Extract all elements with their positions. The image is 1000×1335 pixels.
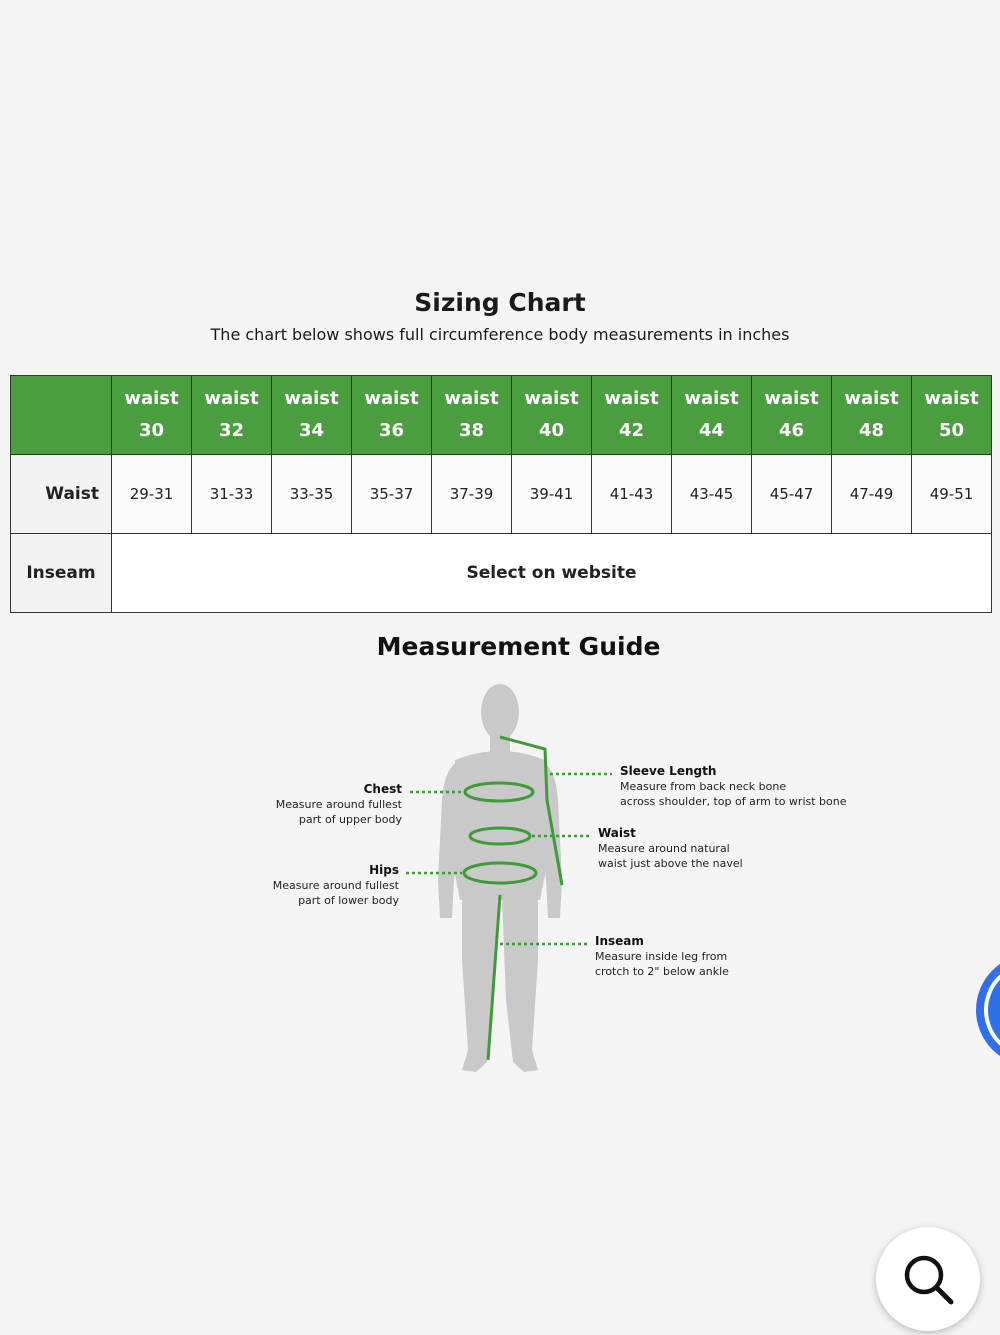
- size-header-word: waist: [444, 388, 499, 409]
- waist-row-label: Waist: [10, 454, 112, 534]
- size-header-46: waist 46: [751, 375, 832, 455]
- inseam-select-cell: Select on website: [111, 533, 992, 613]
- size-header-word: waist: [204, 388, 259, 409]
- size-header-number: 50: [938, 420, 965, 441]
- inseam-line: [486, 894, 502, 1061]
- size-header-38: waist 38: [431, 375, 512, 455]
- size-header-word: waist: [604, 388, 659, 409]
- inseam-row: Inseam Select on website: [10, 533, 992, 613]
- size-header-number: 30: [138, 420, 165, 441]
- circular-widget-icon: [976, 964, 1000, 1056]
- size-header-number: 42: [618, 420, 645, 441]
- size-header-word: waist: [924, 388, 979, 409]
- chest-label-line1: Measure around fullest: [275, 798, 402, 811]
- size-header-34: waist 34: [271, 375, 352, 455]
- size-header-word: waist: [284, 388, 339, 409]
- hips-label-head: Hips: [369, 863, 399, 877]
- size-header-number: 40: [538, 420, 565, 441]
- chest-ring: [463, 781, 535, 803]
- inseam-row-label: Inseam: [10, 533, 112, 613]
- size-header-number: 48: [858, 420, 885, 441]
- size-header-48: waist 48: [831, 375, 912, 455]
- hips-label: Hips Measure around fullest part of lowe…: [259, 863, 399, 908]
- inseam-label-line2: crotch to 2" below ankle: [595, 965, 729, 978]
- chest-label-head: Chest: [363, 782, 402, 796]
- sizing-chart-title: Sizing Chart: [414, 288, 586, 317]
- chest-label-line2: part of upper body: [298, 813, 402, 826]
- waist-range-cell: 47-49: [831, 454, 912, 534]
- waist-range-cell: 35-37: [351, 454, 432, 534]
- size-header-word: waist: [124, 388, 179, 409]
- size-header-44: waist 44: [671, 375, 752, 455]
- waist-label-line1: Measure around natural: [598, 842, 730, 855]
- waist-range-cell: 31-33: [191, 454, 272, 534]
- inseam-label: Inseam Measure inside leg from crotch to…: [595, 934, 795, 979]
- size-header-number: 44: [698, 420, 725, 441]
- chest-label: Chest Measure around fullest part of upp…: [262, 782, 402, 827]
- figure-neck: [490, 732, 510, 754]
- figure-left-leg: [462, 895, 498, 1072]
- header-corner-cell: [10, 375, 112, 455]
- search-icon: [904, 1255, 954, 1305]
- sizing-chart-subtitle: The chart below shows full circumference…: [210, 325, 790, 344]
- size-header-number: 34: [298, 420, 325, 441]
- waist-range-cell: 39-41: [511, 454, 592, 534]
- figure-torso: [452, 751, 548, 900]
- hips-label-line2: part of lower body: [298, 894, 399, 907]
- sleeve-length-label: Sleeve Length Measure from back neck bon…: [620, 764, 860, 809]
- hips-ring: [462, 861, 538, 885]
- size-header-number: 38: [458, 420, 485, 441]
- measurement-guide-title: Measurement Guide: [376, 632, 661, 661]
- size-header-number: 36: [378, 420, 405, 441]
- figure-left-arm: [438, 762, 462, 918]
- waist-range-cell: 43-45: [671, 454, 752, 534]
- figure-right-arm: [538, 762, 562, 918]
- waist-ring: [468, 826, 532, 846]
- inseam-label-head: Inseam: [595, 934, 644, 948]
- waist-label: Waist Measure around natural waist just …: [598, 826, 798, 871]
- hips-label-line1: Measure around fullest: [272, 879, 399, 892]
- waist-range-cell: 45-47: [751, 454, 832, 534]
- size-header-word: waist: [844, 388, 899, 409]
- size-header-40: waist 40: [511, 375, 592, 455]
- size-header-36: waist 36: [351, 375, 432, 455]
- size-header-42: waist 42: [591, 375, 672, 455]
- inseam-label-line1: Measure inside leg from: [595, 950, 728, 963]
- waist-label-head: Waist: [598, 826, 636, 840]
- waist-range-cell: 33-35: [271, 454, 352, 534]
- size-header-50: waist 50: [911, 375, 992, 455]
- sleeve-line: [499, 735, 564, 886]
- waist-range-cell: 29-31: [111, 454, 192, 534]
- sleeve-label-line2: across shoulder, top of arm to wrist bon…: [620, 795, 847, 808]
- sleeve-label-line1: Measure from back neck bone: [620, 780, 787, 793]
- figure-right-leg: [502, 895, 538, 1072]
- waist-range-cell: 49-51: [911, 454, 992, 534]
- search-button[interactable]: [876, 1227, 980, 1331]
- size-header-number: 46: [778, 420, 805, 441]
- figure-head: [481, 684, 519, 740]
- waist-range-cell: 37-39: [431, 454, 512, 534]
- size-header-30: waist 30: [111, 375, 192, 455]
- size-header-32: waist 32: [191, 375, 272, 455]
- edge-floating-widget[interactable]: [974, 952, 1000, 1068]
- size-header-word: waist: [524, 388, 579, 409]
- waist-label-line2: waist just above the navel: [598, 857, 743, 870]
- size-header-word: waist: [764, 388, 819, 409]
- size-header-word: waist: [684, 388, 739, 409]
- waist-range-cell: 41-43: [591, 454, 672, 534]
- size-header-word: waist: [364, 388, 419, 409]
- sleeve-label-head: Sleeve Length: [620, 764, 717, 778]
- size-header-number: 32: [218, 420, 245, 441]
